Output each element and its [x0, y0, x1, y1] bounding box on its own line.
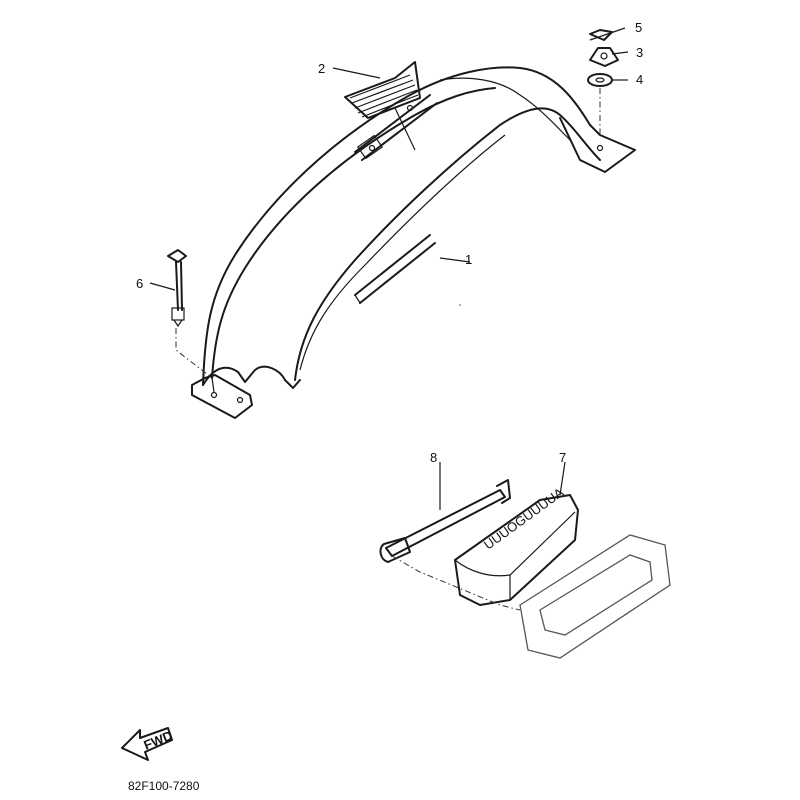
fwd-arrow-label: FWD [142, 728, 175, 753]
callout-3: 3 [636, 45, 643, 60]
callout-4: 4 [636, 72, 643, 87]
callout-7: 7 [559, 450, 566, 465]
bolt[interactable] [167, 249, 187, 328]
battery-band[interactable] [379, 479, 511, 563]
callout-1: 1 [465, 252, 472, 267]
callout-leaders [149, 27, 629, 510]
washer[interactable] [587, 73, 613, 87]
caution-label[interactable] [344, 61, 421, 119]
fwd-arrow-icon: FWD [121, 727, 175, 761]
assembly-line-battery [391, 555, 521, 611]
nut[interactable] [589, 47, 619, 67]
rear-fender[interactable] [191, 66, 636, 419]
callout-2: 2 [318, 61, 325, 76]
callout-6: 6 [136, 276, 143, 291]
speck [459, 304, 461, 306]
callout-8: 8 [430, 450, 437, 465]
callout-5: 5 [635, 20, 642, 35]
diagram-code: 82F100-7280 [128, 779, 200, 793]
battery-tray [519, 534, 671, 659]
battery-marking: UUUOGUUUUA [481, 484, 567, 552]
